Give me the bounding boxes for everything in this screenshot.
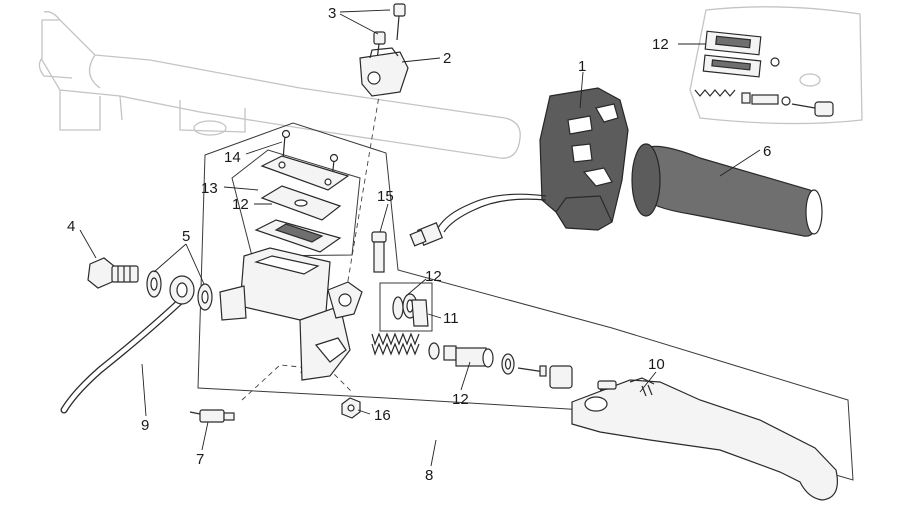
switch-housing — [539, 87, 629, 231]
callout-11: 11 — [443, 310, 459, 327]
pivot-pin — [371, 231, 387, 273]
switch-wiring — [409, 193, 547, 247]
brake-lever — [571, 377, 838, 501]
lever-nut — [341, 397, 361, 419]
cover-screws — [281, 129, 339, 181]
callout-3: 3 — [328, 5, 336, 22]
banjo-bolt — [87, 257, 139, 289]
clamp-screws — [373, 3, 406, 61]
seal-ring-and-bushing — [392, 293, 429, 327]
copper-washers — [146, 270, 213, 311]
handlebar-grip — [631, 143, 823, 237]
callout-5: 5 — [182, 228, 190, 245]
handlebar-clamp — [359, 47, 409, 97]
reservoir-cover — [260, 155, 350, 191]
callout-13: 13 — [201, 180, 218, 197]
callout-7: 7 — [196, 451, 204, 468]
callout-9: 9 — [141, 417, 149, 434]
master-cylinder-body — [219, 247, 363, 381]
callout-labels: 3 2 1 12 6 14 13 12 15 4 5 12 11 10 12 9… — [67, 5, 771, 484]
assembly-frame — [197, 122, 854, 481]
callout-12-top: 12 — [652, 36, 669, 53]
callout-8: 8 — [425, 467, 433, 484]
callout-12-ring: 12 — [425, 268, 442, 285]
inset-reservoir-detail — [689, 6, 863, 125]
callout-2: 2 — [443, 50, 451, 67]
brake-hose — [60, 275, 195, 414]
callout-4: 4 — [67, 218, 75, 235]
callout-12-seal: 12 — [232, 196, 249, 213]
callout-1: 1 — [578, 58, 586, 75]
piston-kit — [371, 332, 573, 389]
reservoir-membrane — [260, 185, 342, 221]
brake-light-switch — [189, 409, 235, 423]
callout-14: 14 — [224, 149, 241, 166]
callout-10: 10 — [648, 356, 665, 373]
callout-6: 6 — [763, 143, 771, 160]
callout-15: 15 — [377, 188, 394, 205]
handlebar-outline — [38, 11, 521, 159]
callout-12-piston: 12 — [452, 391, 469, 408]
callout-leader-lines — [79, 9, 761, 467]
callout-16: 16 — [374, 407, 391, 424]
diaphragm-plate — [254, 219, 342, 253]
